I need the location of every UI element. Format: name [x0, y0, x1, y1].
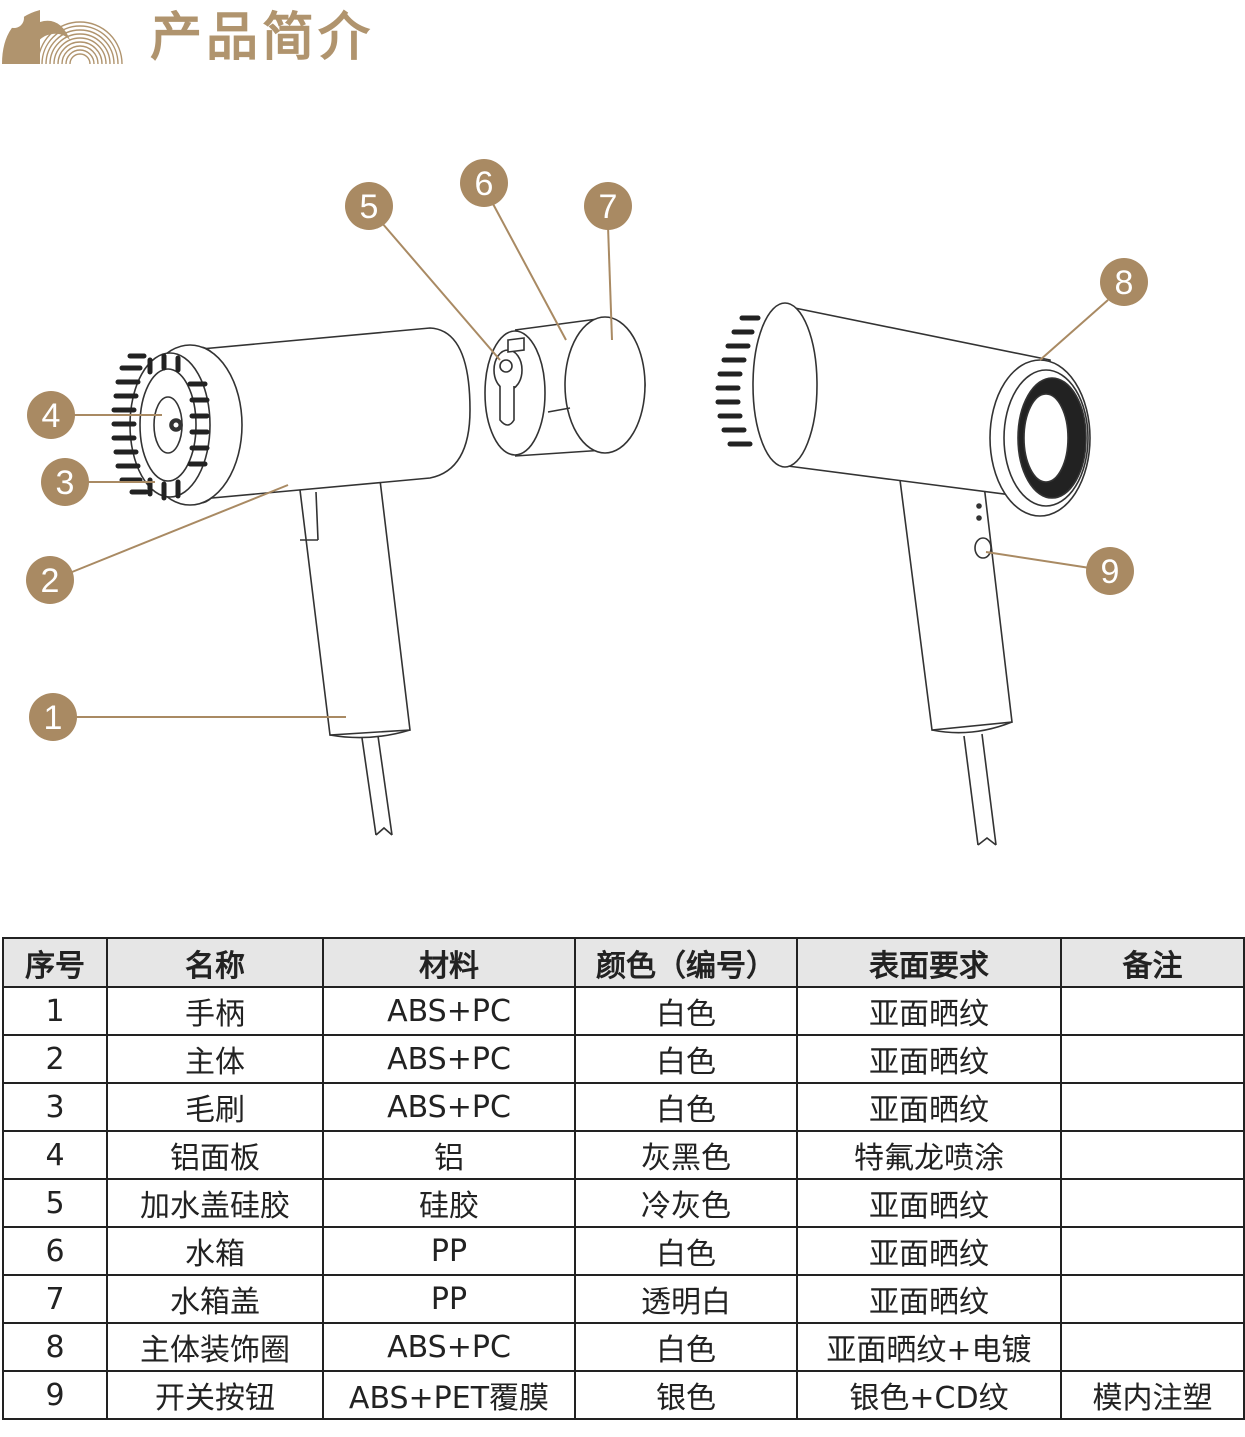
- header-material: 材料: [322, 937, 576, 988]
- cell-index: 7: [2, 1274, 108, 1324]
- header-surface: 表面要求: [796, 937, 1062, 988]
- table-row: 7 水箱盖 PP 透明白 亚面晒纹: [2, 1274, 1245, 1324]
- svg-text:1: 1: [44, 699, 63, 737]
- cell-surface: 亚面晒纹: [796, 1178, 1062, 1228]
- left-steamer-illustration: [129, 327, 471, 836]
- cell-material: ABS+PC: [322, 1034, 576, 1084]
- cell-name: 水箱: [106, 1226, 324, 1276]
- cell-color: 灰黑色: [574, 1130, 798, 1180]
- callout-9: 9: [1086, 547, 1134, 595]
- product-exploded-diagram: 1 2 3 4 5 6 7 8 9: [26, 159, 1148, 846]
- cell-material: ABS+PC: [322, 1322, 576, 1372]
- cell-remarks: [1060, 1274, 1245, 1324]
- cell-name: 开关按钮: [106, 1370, 324, 1420]
- cell-index: 8: [2, 1322, 108, 1372]
- cell-surface: 亚面晒纹: [796, 1274, 1062, 1324]
- cell-remarks: 模内注塑: [1060, 1370, 1245, 1420]
- cell-name: 加水盖硅胶: [106, 1178, 324, 1228]
- cell-color: 白色: [574, 986, 798, 1036]
- cell-index: 1: [2, 986, 108, 1036]
- cell-surface: 亚面晒纹: [796, 1034, 1062, 1084]
- cell-name: 手柄: [106, 986, 324, 1036]
- cell-name: 毛刷: [106, 1082, 324, 1132]
- cell-remarks: [1060, 1322, 1245, 1372]
- callout-8: 8: [1100, 258, 1148, 306]
- page-header: 产品简介: [0, 0, 1245, 80]
- callout-7: 7: [584, 182, 632, 230]
- cell-name: 主体: [106, 1034, 324, 1084]
- header-name: 名称: [106, 937, 324, 988]
- cell-name: 铝面板: [106, 1130, 324, 1180]
- parts-spec-table: 序号 名称 材料 颜色（编号） 表面要求 备注 1 手柄 ABS+PC 白色 亚…: [2, 937, 1245, 1420]
- cell-remarks: [1060, 1226, 1245, 1276]
- leader-lines: [71, 201, 1109, 718]
- callout-1: 1: [29, 693, 77, 741]
- cell-remarks: [1060, 1130, 1245, 1180]
- cell-material: ABS+PC: [322, 1082, 576, 1132]
- callout-6: 6: [460, 159, 508, 207]
- svg-text:8: 8: [1115, 264, 1134, 302]
- cell-material: ABS+PET覆膜: [322, 1370, 576, 1420]
- header-remarks: 备注: [1060, 937, 1245, 988]
- cell-remarks: [1060, 1082, 1245, 1132]
- cell-surface: 特氟龙喷涂: [796, 1130, 1062, 1180]
- table-row: 8 主体装饰圈 ABS+PC 白色 亚面晒纹+电镀: [2, 1322, 1245, 1372]
- cell-name: 水箱盖: [106, 1274, 324, 1324]
- svg-text:5: 5: [360, 188, 379, 226]
- cell-remarks: [1060, 986, 1245, 1036]
- cell-index: 9: [2, 1370, 108, 1420]
- cell-material: PP: [322, 1274, 576, 1324]
- right-steamer-illustration: [752, 302, 1091, 846]
- cell-color: 白色: [574, 1082, 798, 1132]
- cell-color: 白色: [574, 1034, 798, 1084]
- cell-surface: 银色+CD纹: [796, 1370, 1062, 1420]
- cell-remarks: [1060, 1178, 1245, 1228]
- table-row: 1 手柄 ABS+PC 白色 亚面晒纹: [2, 986, 1245, 1036]
- cell-color: 冷灰色: [574, 1178, 798, 1228]
- table-row: 4 铝面板 铝 灰黑色 特氟龙喷涂: [2, 1130, 1245, 1180]
- svg-text:2: 2: [41, 562, 60, 600]
- cell-material: PP: [322, 1226, 576, 1276]
- callout-3: 3: [41, 458, 89, 506]
- table-row: 2 主体 ABS+PC 白色 亚面晒纹: [2, 1034, 1245, 1084]
- cell-index: 6: [2, 1226, 108, 1276]
- left-brush-bristles: [111, 353, 210, 501]
- cell-remarks: [1060, 1034, 1245, 1084]
- table-row: 5 加水盖硅胶 硅胶 冷灰色 亚面晒纹: [2, 1178, 1245, 1228]
- svg-text:3: 3: [56, 464, 75, 502]
- cell-name: 主体装饰圈: [106, 1322, 324, 1372]
- cell-surface: 亚面晒纹: [796, 1082, 1062, 1132]
- cell-material: ABS+PC: [322, 986, 576, 1036]
- cell-material: 硅胶: [322, 1178, 576, 1228]
- callout-4: 4: [27, 391, 75, 439]
- page-title: 产品简介: [150, 8, 375, 68]
- water-tank-illustration: [484, 316, 646, 457]
- right-brush-bristles: [715, 315, 761, 447]
- svg-text:9: 9: [1101, 553, 1120, 591]
- header-index: 序号: [2, 937, 108, 988]
- cell-index: 2: [2, 1034, 108, 1084]
- cell-index: 3: [2, 1082, 108, 1132]
- cell-index: 4: [2, 1130, 108, 1180]
- table-row: 6 水箱 PP 白色 亚面晒纹: [2, 1226, 1245, 1276]
- svg-text:7: 7: [599, 188, 618, 226]
- callout-2: 2: [26, 556, 74, 604]
- cell-surface: 亚面晒纹: [796, 986, 1062, 1036]
- cell-color: 银色: [574, 1370, 798, 1420]
- callout-5: 5: [345, 182, 393, 230]
- cell-color: 白色: [574, 1322, 798, 1372]
- table-header-row: 序号 名称 材料 颜色（编号） 表面要求 备注: [2, 937, 1245, 988]
- header-color: 颜色（编号）: [574, 937, 798, 988]
- cell-surface: 亚面晒纹: [796, 1226, 1062, 1276]
- brand-logo-icon: [2, 8, 123, 65]
- table-row: 3 毛刷 ABS+PC 白色 亚面晒纹: [2, 1082, 1245, 1132]
- cell-material: 铝: [322, 1130, 576, 1180]
- cell-color: 透明白: [574, 1274, 798, 1324]
- cell-index: 5: [2, 1178, 108, 1228]
- cell-color: 白色: [574, 1226, 798, 1276]
- svg-text:4: 4: [42, 397, 61, 435]
- cell-surface: 亚面晒纹+电镀: [796, 1322, 1062, 1372]
- svg-text:6: 6: [475, 165, 494, 203]
- table-row: 9 开关按钮 ABS+PET覆膜 银色 银色+CD纹 模内注塑: [2, 1370, 1245, 1420]
